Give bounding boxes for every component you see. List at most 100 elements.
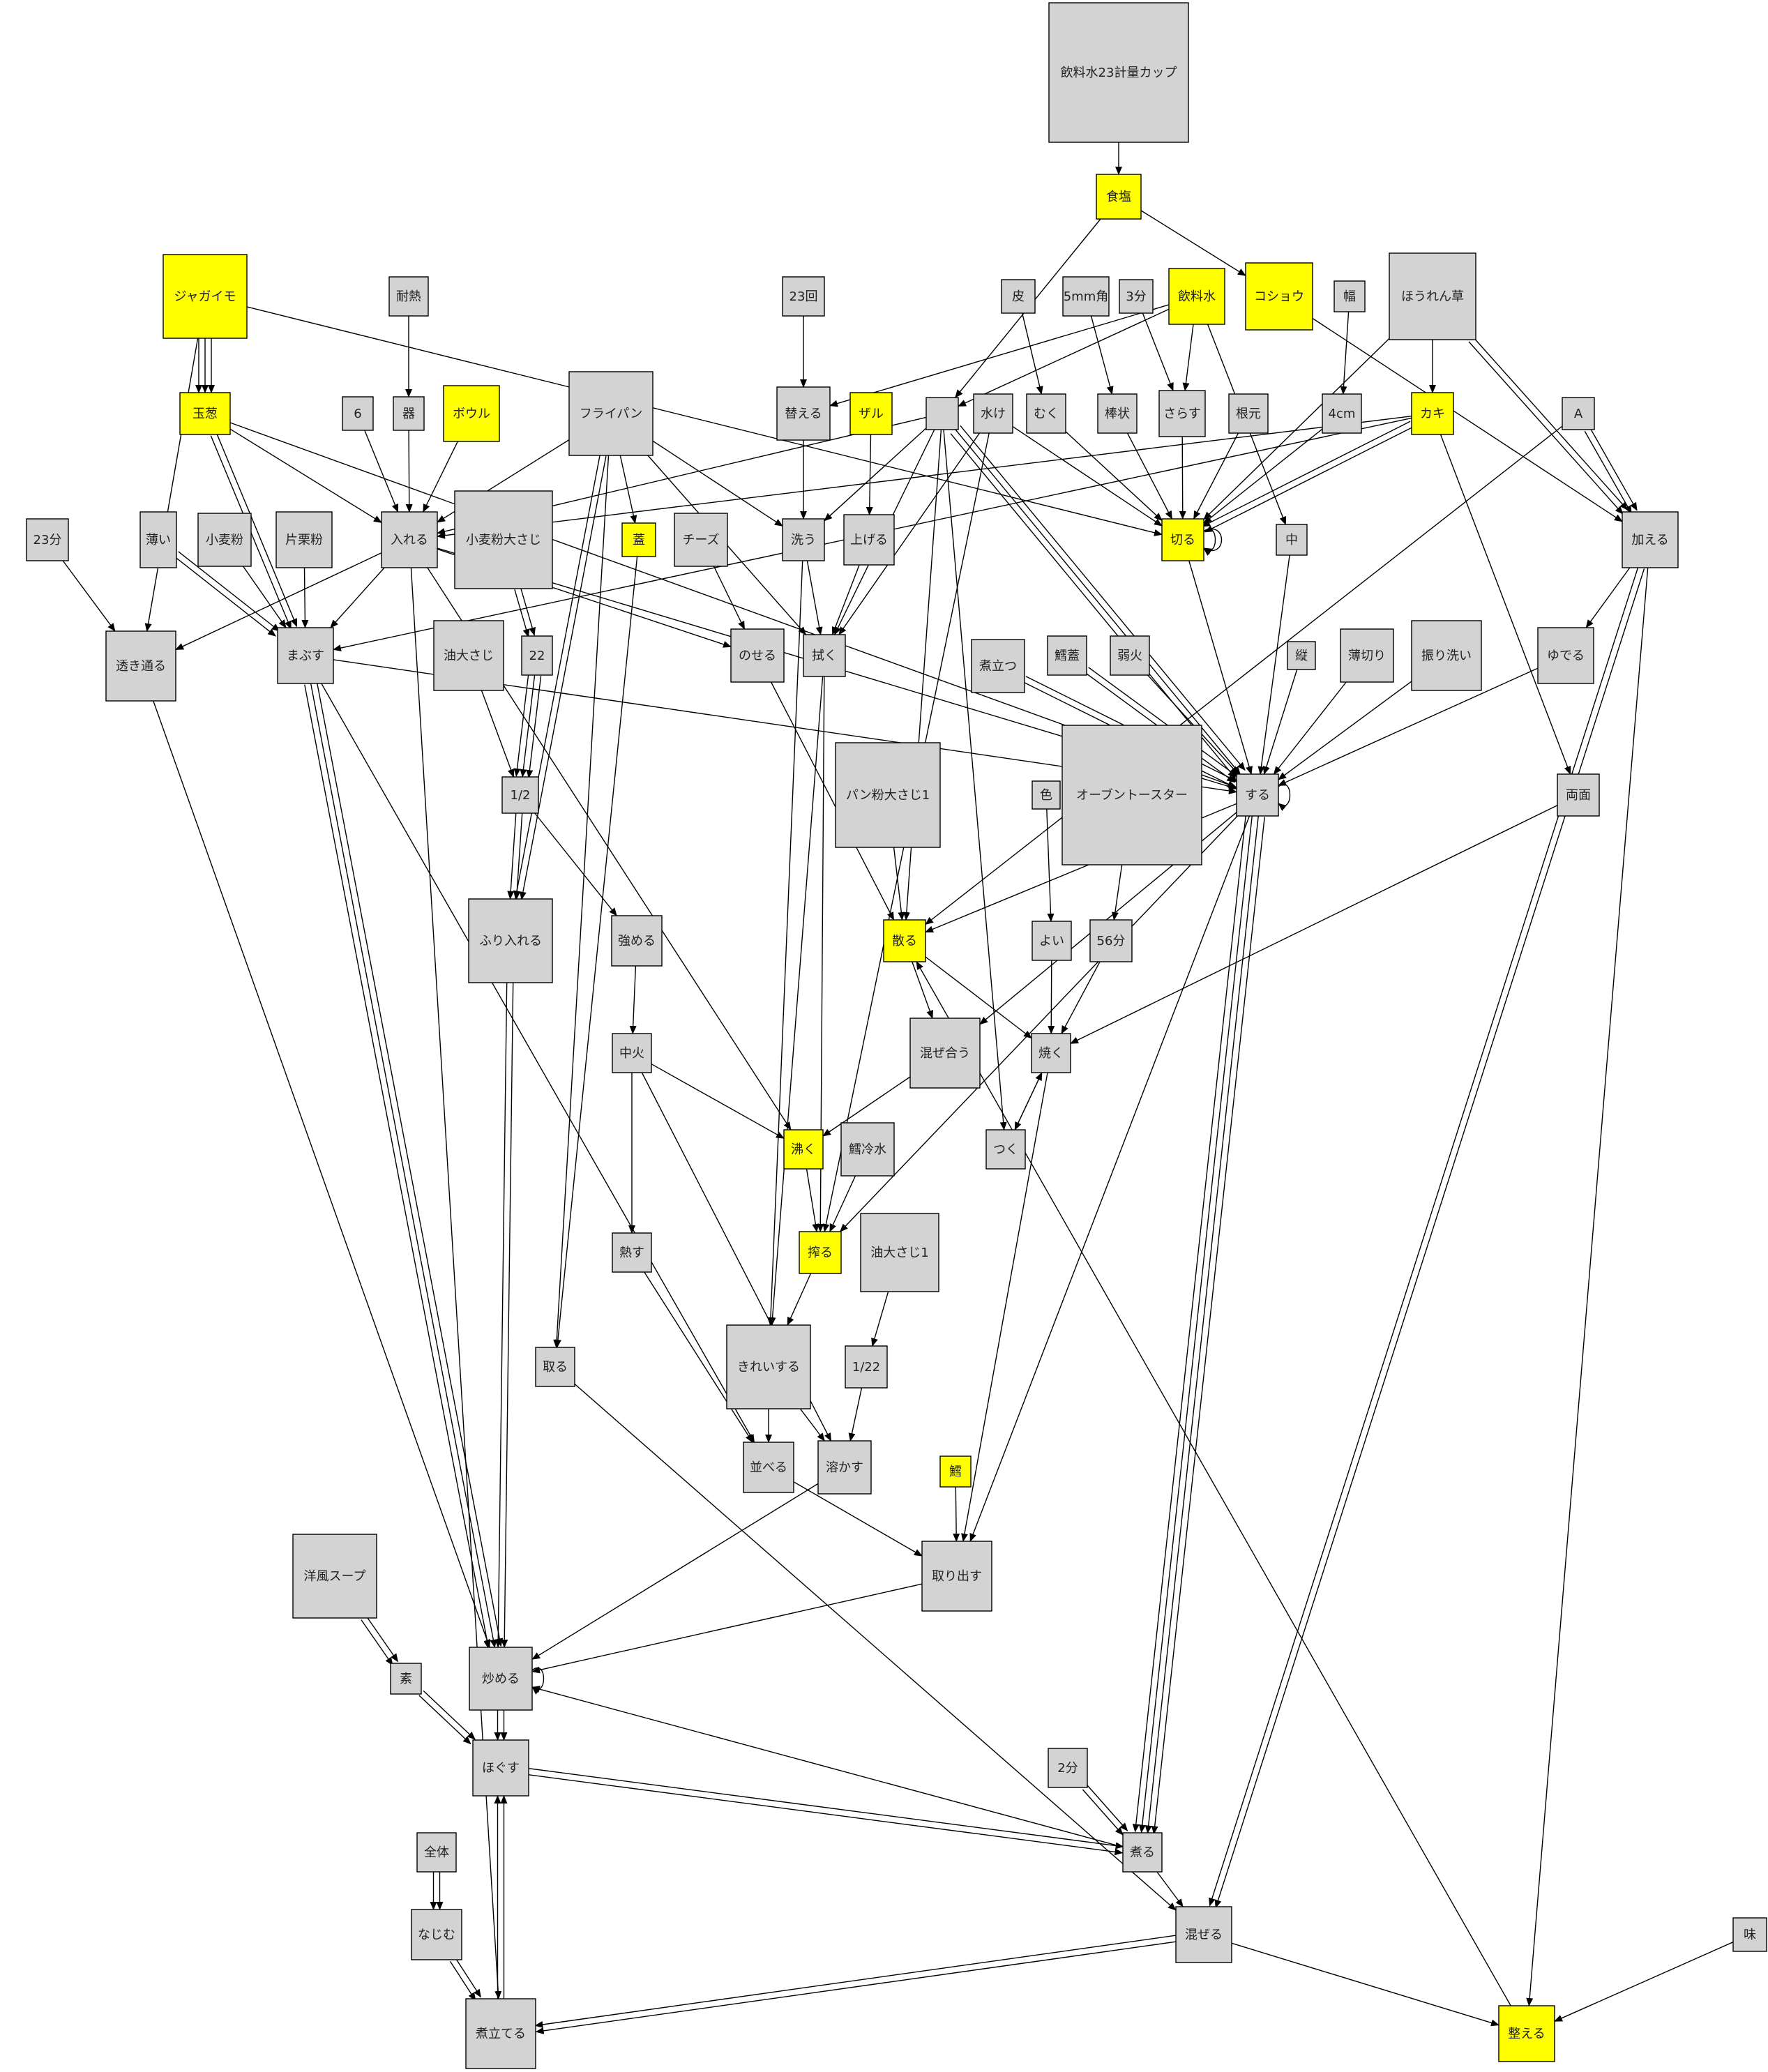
node-label: 拭く	[812, 649, 837, 663]
graph-node: 溶かす	[817, 1440, 872, 1495]
node-label: 飲料水23計量カップ	[1061, 66, 1177, 80]
graph-edge	[1312, 317, 1623, 522]
graph-node: 1/22	[845, 1345, 888, 1389]
graph-node: 切る	[1161, 518, 1204, 561]
graph-edge	[330, 567, 385, 628]
node-label: 焼く	[1038, 1046, 1064, 1061]
graph-edge	[799, 1408, 825, 1442]
node-box	[743, 1442, 794, 1493]
graph-edge	[1012, 426, 1163, 527]
graph-node: 小麦粉大さじ	[454, 490, 553, 589]
graph-edge	[243, 566, 287, 628]
node-label: 切る	[1170, 533, 1195, 547]
graph-node: 全体	[416, 1832, 457, 1873]
graph-node: 取り出す	[921, 1541, 992, 1612]
node-box	[1287, 641, 1316, 670]
graph-node: 5mm角	[1062, 276, 1110, 317]
graph-edge	[1061, 961, 1101, 1034]
graph-edge	[501, 983, 514, 1649]
graph-edge	[1203, 338, 1390, 520]
graph-node: 器	[393, 396, 425, 431]
graph-edge	[321, 683, 755, 1443]
graph-edge	[1203, 428, 1323, 524]
node-label: きれいする	[737, 1360, 800, 1375]
graph-node: フライパン	[568, 371, 653, 456]
node-label: 弱火	[1117, 649, 1142, 663]
node-box	[443, 385, 500, 442]
node-label: フライパン	[580, 407, 643, 421]
graph-node: 薄切り	[1340, 628, 1394, 683]
graph-node: 23分	[26, 518, 69, 561]
graph-node: 混ぜ合う	[909, 1018, 981, 1089]
graph-node: する	[1236, 773, 1279, 817]
node-box	[1097, 393, 1138, 434]
node-label: まぶす	[287, 649, 324, 663]
graph-node: カキ	[1411, 392, 1454, 435]
node-box	[342, 396, 374, 431]
node-box	[1047, 635, 1087, 676]
node-label: 幅	[1343, 289, 1356, 304]
node-label: 煮立てる	[476, 2027, 526, 2041]
graph-edge	[534, 812, 617, 916]
node-box	[411, 1909, 462, 1960]
node-label: 小麦粉大さじ	[466, 533, 541, 547]
node-box	[1175, 1906, 1232, 1963]
graph-edge	[246, 306, 1163, 536]
graph-edge	[526, 676, 542, 779]
graph-edge	[1585, 567, 1631, 628]
node-box	[433, 620, 504, 691]
graph-edge	[1138, 815, 1253, 1833]
graph-node: 搾る	[799, 1231, 842, 1274]
graph-edge	[528, 1774, 1124, 1856]
graph-node: 耐熱	[388, 276, 429, 317]
node-label: 鱈冷水	[849, 1142, 886, 1157]
graph-edge	[174, 556, 276, 637]
node-box	[1032, 780, 1061, 810]
node-box	[1622, 511, 1679, 568]
graph-node: 替える	[776, 386, 831, 441]
graph-edge	[153, 700, 491, 1648]
graph-edge	[513, 674, 529, 777]
graph-node: 煮立てる	[465, 1998, 536, 2069]
graph-edge	[961, 1072, 1048, 1542]
node-label: よい	[1039, 934, 1064, 948]
graph-edge	[1088, 667, 1239, 778]
graph-edge	[806, 1168, 819, 1232]
graph-node: 棒状	[1097, 393, 1138, 434]
node-box	[1048, 2, 1189, 143]
node-box	[783, 1129, 824, 1170]
node-box	[521, 635, 553, 676]
graph-edge	[1014, 1072, 1043, 1130]
node-label: 2分	[1057, 1761, 1078, 1776]
graph-node: つく	[985, 1129, 1026, 1170]
graph-edge	[838, 432, 981, 635]
graph-edge	[1140, 210, 1246, 276]
graph-edge	[1070, 805, 1558, 1044]
graph-node: 並べる	[743, 1442, 794, 1493]
node-label: 洗う	[791, 533, 816, 547]
graph-node: 入れる	[381, 511, 438, 568]
graph-edge	[553, 455, 610, 1348]
node-box	[840, 1122, 895, 1177]
node-box	[139, 511, 177, 568]
node-label: 蓋	[633, 533, 645, 547]
node-box	[163, 254, 248, 339]
graph-edge	[1214, 568, 1645, 1909]
graph-edge	[916, 961, 1511, 2006]
node-box	[803, 634, 846, 677]
node-label: 炒める	[482, 1672, 520, 1686]
node-box	[909, 1018, 981, 1089]
node-label: 溶かす	[826, 1460, 863, 1475]
node-box	[472, 1739, 529, 1797]
graph-edge	[893, 847, 905, 921]
node-box	[1089, 919, 1133, 962]
graph-edge	[364, 430, 399, 513]
node-box	[621, 522, 656, 557]
graph-edge	[144, 338, 199, 632]
node-label: チーズ	[682, 533, 719, 547]
graph-node: 煮る	[1122, 1832, 1163, 1873]
node-box	[1062, 276, 1110, 317]
node-box	[971, 639, 1025, 693]
graph-edge	[455, 1958, 481, 1998]
graph-edge	[520, 674, 536, 778]
